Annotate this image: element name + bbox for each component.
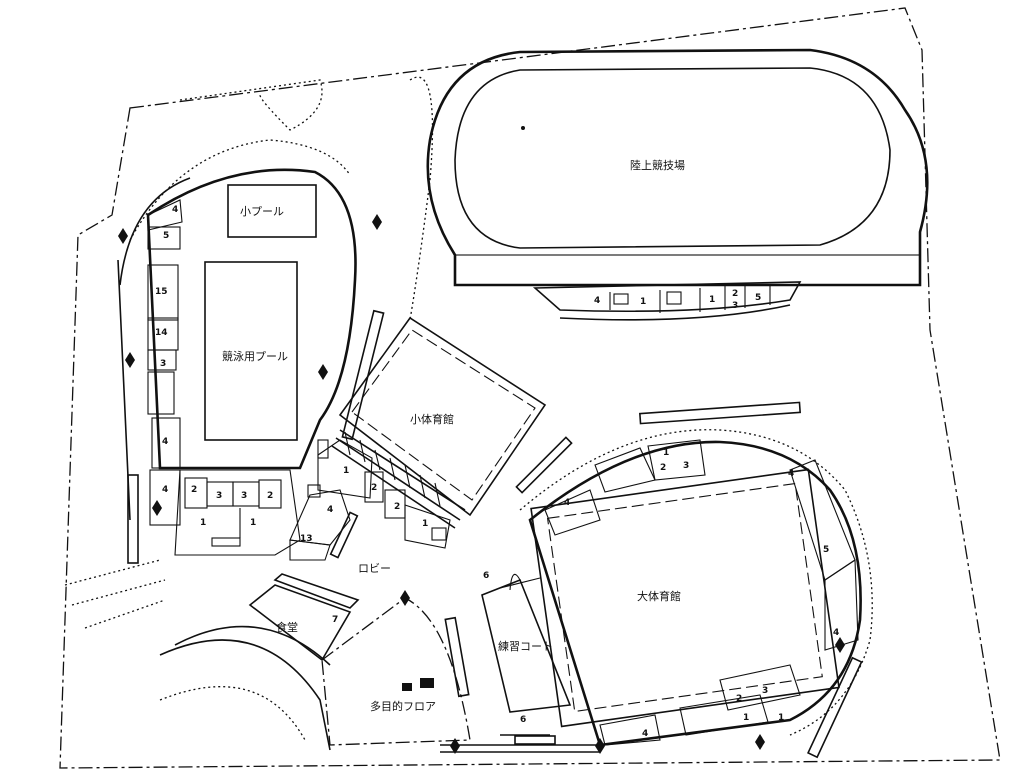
- room-number: 4: [833, 628, 839, 638]
- room-number: 4: [594, 296, 600, 306]
- room-number: 14: [155, 328, 168, 338]
- label-large-gym: 大体育館: [637, 589, 681, 603]
- room-number: 2: [736, 694, 742, 704]
- sg-bar: [329, 511, 359, 559]
- room-number: 6: [483, 571, 489, 581]
- room-number: 1: [640, 297, 646, 307]
- room-number: 1: [663, 448, 669, 458]
- room-number: 1: [343, 466, 349, 476]
- room-number: 3: [732, 301, 738, 311]
- boundary-dotted-inner: [179, 76, 434, 321]
- room-number: 5: [823, 545, 829, 555]
- athletics-track: [426, 48, 929, 321]
- room-number: 1: [200, 518, 206, 528]
- room-number: 7: [332, 615, 338, 625]
- room-number: 13: [300, 534, 313, 544]
- room-number: 4: [564, 498, 570, 508]
- label-lobby: ロビー: [358, 562, 391, 575]
- label-cafeteria: 食堂: [276, 620, 298, 634]
- room-number: 3: [762, 686, 768, 696]
- room-number: 6: [520, 715, 526, 725]
- label-small-gym: 小体育館: [410, 412, 454, 426]
- room-number: 2: [267, 491, 273, 501]
- room-number: 2: [660, 463, 666, 473]
- small-gym-rooms: [289, 439, 451, 561]
- room-number: 4: [642, 729, 648, 739]
- room-number: 15: [155, 287, 168, 297]
- room-number: 3: [216, 491, 222, 501]
- label-competition-pool: 競泳用プール: [222, 349, 288, 363]
- room-number: 4: [172, 205, 178, 215]
- room-number: 5: [163, 231, 169, 241]
- sg-east-bar: [515, 436, 573, 494]
- label-small-pool: 小プール: [240, 205, 284, 218]
- tree-markers: [118, 214, 845, 754]
- pool-building: [117, 139, 357, 526]
- south-annex-rooms: [174, 469, 301, 556]
- label-track: 陸上競技場: [630, 158, 685, 172]
- room-number: 1: [778, 713, 784, 723]
- room-number: 4: [162, 485, 168, 495]
- label-multipurpose-floor: 多目的フロア: [370, 699, 436, 713]
- room-number: 2: [191, 485, 197, 495]
- room-number: 3: [160, 359, 166, 369]
- room-number: 3: [241, 491, 247, 501]
- room-number: 2: [732, 289, 738, 299]
- room-number: 1: [709, 295, 715, 305]
- room-number: 1: [422, 519, 428, 529]
- room-number: 2: [394, 502, 400, 512]
- multipurpose-floor: [321, 597, 471, 746]
- room-number: 1: [250, 518, 256, 528]
- room-number: 1: [743, 713, 749, 723]
- large-gymnasium: [519, 401, 873, 759]
- cafeteria: [159, 573, 360, 751]
- west-bar: [127, 474, 139, 564]
- room-number: 2: [371, 483, 377, 493]
- room-number: 3: [683, 461, 689, 471]
- label-practice-court: 練習コート: [498, 639, 553, 653]
- south-walkway: [440, 734, 600, 753]
- room-number: 4: [788, 469, 794, 479]
- room-number: 5: [755, 293, 761, 303]
- site-boundary: [59, 7, 1001, 769]
- west-approach-path: [64, 559, 166, 629]
- south-gate: [514, 735, 556, 745]
- practice-court: [481, 573, 572, 713]
- room-number: 4: [327, 505, 333, 515]
- room-number: 4: [162, 437, 168, 447]
